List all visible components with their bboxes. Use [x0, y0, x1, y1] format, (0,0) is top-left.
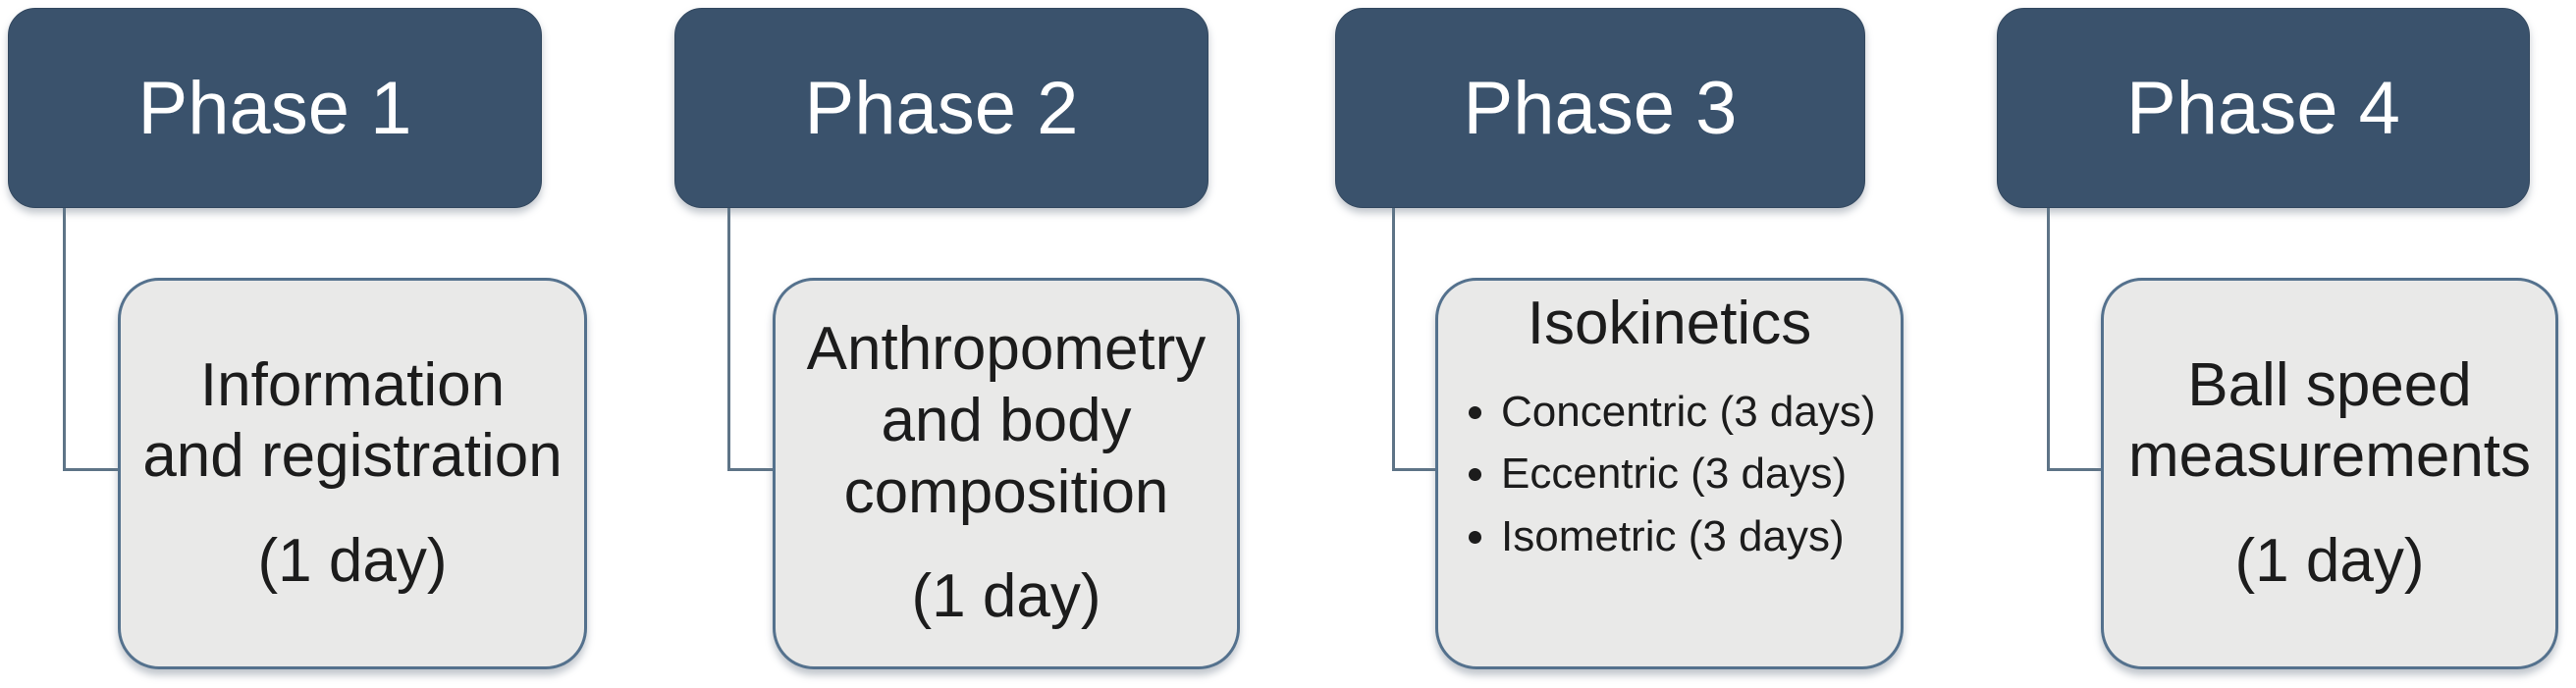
phase-1-connector-line — [63, 208, 120, 471]
phase-2-column: Phase 2 Anthropometry and body compositi… — [674, 0, 1263, 688]
phase-3-column: Phase 3 Isokinetics Concentric (3 days) … — [1335, 0, 1924, 688]
phase-2-header: Phase 2 — [674, 8, 1208, 208]
phase-1-card-line: and registration — [142, 422, 563, 491]
phase-3-bullet-list: Concentric (3 days) Eccentric (3 days) I… — [1438, 384, 1901, 571]
phase-2-card-line: composition — [843, 457, 1169, 526]
phase-1-column: Phase 1 Information and registration (1 … — [8, 0, 597, 688]
phase-4-header-label: Phase 4 — [2126, 66, 2400, 150]
phase-2-card-line: and body — [881, 386, 1132, 454]
phase-2-card: Anthropometry and body composition (1 da… — [773, 278, 1240, 669]
phase-3-connector-line — [1392, 208, 1437, 471]
phase-3-card: Isokinetics Concentric (3 days) Eccentri… — [1435, 278, 1904, 669]
phase-1-header: Phase 1 — [8, 8, 542, 208]
phase-2-card-line: Anthropometry — [806, 315, 1207, 384]
phase-3-card-title: Isokinetics — [1527, 290, 1812, 357]
phase-3-header-label: Phase 3 — [1463, 66, 1738, 150]
phase-1-card-line: Information — [199, 350, 506, 419]
phase-4-connector-line — [2047, 208, 2103, 471]
phase-4-card-line: measurements — [2127, 422, 2532, 491]
phase-3-header: Phase 3 — [1335, 8, 1865, 208]
phase-2-duration: (1 day) — [911, 562, 1101, 631]
phase-3-bullet-item: Eccentric (3 days) — [1501, 446, 1901, 503]
phase-3-bullet-item: Isometric (3 days) — [1501, 508, 1901, 566]
phase-1-card: Information and registration (1 day) — [118, 278, 587, 669]
phase-4-column: Phase 4 Ball speed measurements (1 day) — [1997, 0, 2576, 688]
phase-4-duration: (1 day) — [2234, 526, 2425, 595]
phase-1-duration: (1 day) — [257, 526, 448, 595]
phase-4-card: Ball speed measurements (1 day) — [2101, 278, 2558, 669]
phase-1-header-label: Phase 1 — [137, 66, 412, 150]
phase-2-connector-line — [727, 208, 775, 471]
phase-3-bullet-item: Concentric (3 days) — [1501, 384, 1901, 442]
phase-4-header: Phase 4 — [1997, 8, 2530, 208]
phase-4-card-line: Ball speed — [2187, 350, 2472, 419]
phase-2-header-label: Phase 2 — [804, 66, 1079, 150]
